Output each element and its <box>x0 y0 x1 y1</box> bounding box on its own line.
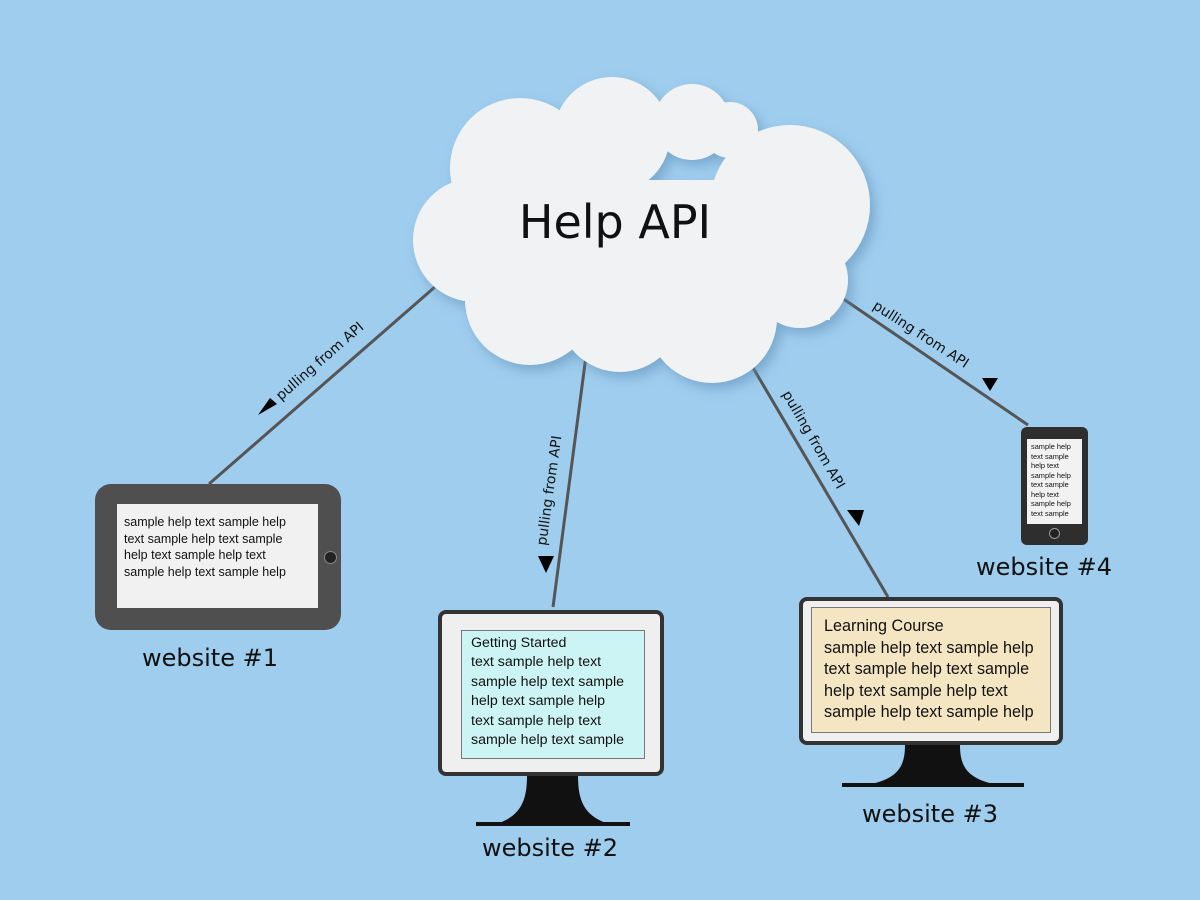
arrow-icon-website-3 <box>847 510 864 526</box>
screen-line: sample help text sample help <box>824 638 1034 657</box>
connector-label-website-1: pulling from API <box>273 319 367 404</box>
connector-label-website-4: pulling from API <box>870 298 972 372</box>
connector-line-website-1 <box>208 284 437 486</box>
screen-heading: Learning Course <box>824 617 944 635</box>
monitor-screen-text-website-2: Getting Started text sample help text sa… <box>471 634 643 750</box>
website-4-label: website #4 <box>976 553 1112 581</box>
connector-line-website-2 <box>551 355 588 608</box>
screen-line: text sample <box>1031 508 1069 518</box>
home-button-icon <box>324 551 337 564</box>
screen-line: text sample help text <box>471 712 602 729</box>
screen-line: sample help text sample help <box>124 515 286 529</box>
screen-line: sample help text sample <box>471 673 624 690</box>
home-button-icon <box>1049 528 1060 539</box>
screen-line: help text sample help text <box>824 681 1008 700</box>
connector-line-website-3 <box>750 365 890 598</box>
tablet-screen: sample help text sample help text sample… <box>117 504 318 608</box>
screen-line: text sample help text sample <box>824 660 1030 679</box>
arrow-icon-website-1 <box>258 398 277 415</box>
website-3-label: website #3 <box>862 800 998 828</box>
screen-line: sample help <box>1031 470 1071 480</box>
phone-device: sample help text sample help text sample… <box>1021 427 1088 545</box>
monitor-screen-text-website-3: Learning Course sample help text sample … <box>824 616 1052 724</box>
screen-line: sample help text sample help <box>124 564 286 579</box>
monitor-device-website-2: Getting Started text sample help text sa… <box>438 610 664 776</box>
website-2-label: website #2 <box>482 834 618 862</box>
connector-label-website-2: pulling from API <box>534 435 565 547</box>
screen-line: sample help <box>1031 499 1071 508</box>
monitor-device-website-3: Learning Course sample help text sample … <box>799 597 1063 745</box>
monitor-screen-website-3: Learning Course sample help text sample … <box>811 607 1051 733</box>
screen-line: text sample <box>1031 480 1069 489</box>
screen-heading: Getting Started <box>471 635 567 651</box>
screen-line: sample help <box>1031 442 1071 451</box>
screen-line: sample help text sample <box>471 732 624 749</box>
screen-line: help text <box>1031 461 1059 470</box>
website-1-label: website #1 <box>142 644 278 672</box>
cloud-title: Help API <box>518 195 712 249</box>
screen-line: help text sample help <box>471 693 606 710</box>
phone-screen: sample help text sample help text sample… <box>1027 439 1082 524</box>
screen-line: help text sample help text <box>124 548 266 562</box>
tablet-device: sample help text sample help text sample… <box>95 484 341 630</box>
phone-screen-text: sample help text sample help text sample… <box>1031 442 1081 518</box>
connector-label-website-3: pulling from API <box>779 388 848 492</box>
arrow-icon-website-4 <box>982 378 998 391</box>
screen-line: text sample <box>1031 451 1069 461</box>
monitor-stand-website-2 <box>476 776 630 826</box>
arrow-icon-website-2 <box>538 556 554 573</box>
screen-line: sample help text sample help <box>824 703 1034 722</box>
screen-line: help text <box>1031 489 1059 499</box>
monitor-stand-website-3 <box>842 745 1024 787</box>
screen-line: text sample help text sample <box>124 531 283 546</box>
connector-line-website-4 <box>841 296 1029 427</box>
screen-line: text sample help text <box>471 654 602 671</box>
monitor-screen-website-2: Getting Started text sample help text sa… <box>461 630 645 759</box>
help-api-cloud <box>413 77 870 383</box>
tablet-screen-text: sample help text sample help text sample… <box>124 514 314 580</box>
